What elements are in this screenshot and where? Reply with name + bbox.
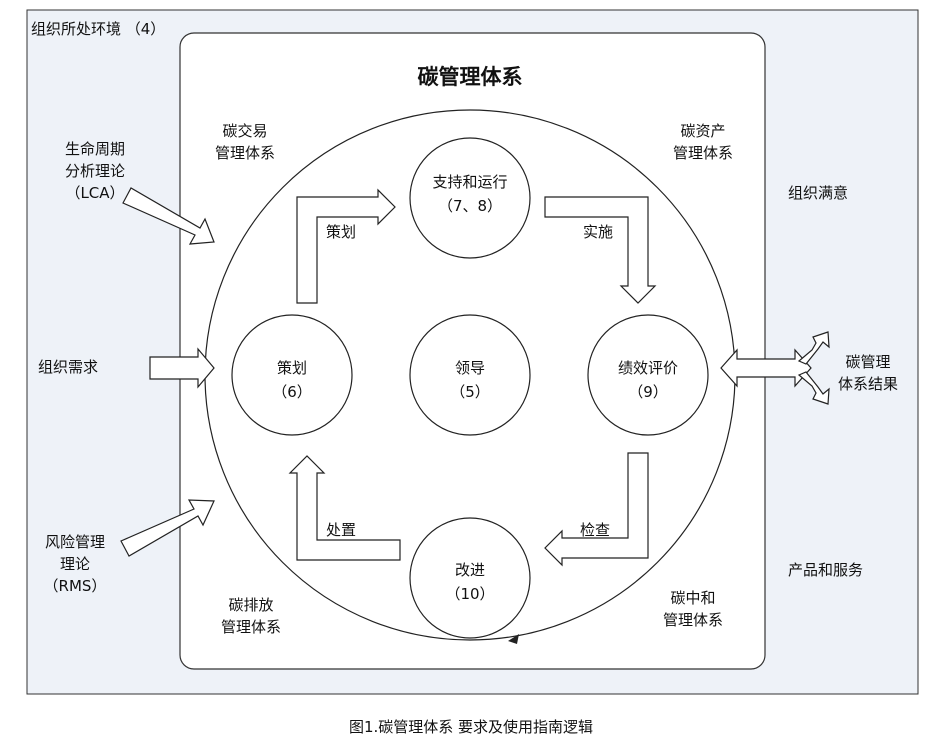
circle-improve-name: 改进 [454,561,485,579]
corner-asset-line1: 碳资产 [680,122,726,140]
corner-emission-line2: 管理体系 [220,617,281,636]
corner-neutral-line2: 管理体系 [662,610,723,629]
arrow-eval-to-improve [544,452,649,567]
circle-support-clause: （7、8） [437,197,503,215]
circle-plan-label: 策划 （6） [232,356,352,404]
circle-improve-clause: （10） [445,585,495,603]
circle-eval-clause: （9） [628,383,668,401]
input-lca-line2: 分析理论 [64,161,125,180]
circle-support-label: 支持和运行 （7、8） [410,170,530,218]
corner-asset-line2: 管理体系 [672,143,733,162]
circle-plan-name: 策划 [276,359,307,377]
input-lca: 生命周期 分析理论 （LCA） [40,139,150,204]
circle-eval [587,314,709,436]
arrow-input-needs [149,347,215,389]
circle-eval-label: 绩效评价 （9） [588,356,708,404]
input-rms-line2: 理论 [59,554,90,573]
big-circle-arrowhead [508,634,519,644]
figure-caption: 图1.碳管理体系 要求及使用指南逻辑 [348,718,594,736]
arrow-plan-to-support [296,188,396,304]
corner-neutral: 碳中和 管理体系 [648,588,738,632]
circle-support [409,137,531,259]
environment-label: 组织所处环境 （4） [31,20,166,38]
output-satisfaction: 组织满意 [788,184,849,202]
flow-label-plan: 策划 [326,223,357,241]
corner-trading-line1: 碳交易 [222,122,268,140]
circle-lead-clause: （5） [450,383,490,401]
flow-label-dispose: 处置 [326,521,357,539]
arrow-support-to-eval [544,196,657,304]
arrow-output-double [720,348,812,388]
arrow-input-rms [120,499,215,557]
input-rms-line3: （RMS） [43,576,107,595]
flow-label-implement: 实施 [583,223,614,241]
corner-emission-line1: 碳排放 [228,596,274,614]
corner-trading-line2: 管理体系 [214,143,275,162]
corner-asset: 碳资产 管理体系 [658,121,748,165]
arrow-output-up [797,331,830,365]
circle-plan [231,314,353,436]
arrow-input-lca [122,187,215,245]
circle-plan-clause: （6） [272,383,312,401]
arrow-improve-to-plan [288,455,401,561]
output-results-line2: 体系结果 [837,374,898,393]
input-lca-line1: 生命周期 [64,140,125,158]
input-rms: 风险管理 理论 （RMS） [20,532,130,597]
corner-emission: 碳排放 管理体系 [206,595,296,639]
circle-improve-label: 改进 （10） [410,558,530,606]
input-rms-line1: 风险管理 [44,533,105,551]
system-title: 碳管理体系 [417,65,523,89]
flow-label-check: 检查 [580,521,611,539]
circle-support-name: 支持和运行 [432,173,508,191]
arrow-output-down [797,371,830,405]
output-results-line1: 碳管理 [845,353,891,371]
circle-lead-label: 领导 （5） [410,356,530,404]
output-products: 产品和服务 [788,561,864,579]
input-needs: 组织需求 [38,358,99,376]
circle-lead [409,314,531,436]
circle-improve [409,517,531,639]
circle-eval-name: 绩效评价 [617,359,678,377]
corner-trading: 碳交易 管理体系 [200,121,290,165]
output-results: 碳管理 体系结果 [828,352,908,396]
corner-neutral-line1: 碳中和 [670,589,716,607]
input-lca-line3: （LCA） [65,183,125,202]
circle-lead-name: 领导 [454,359,485,377]
